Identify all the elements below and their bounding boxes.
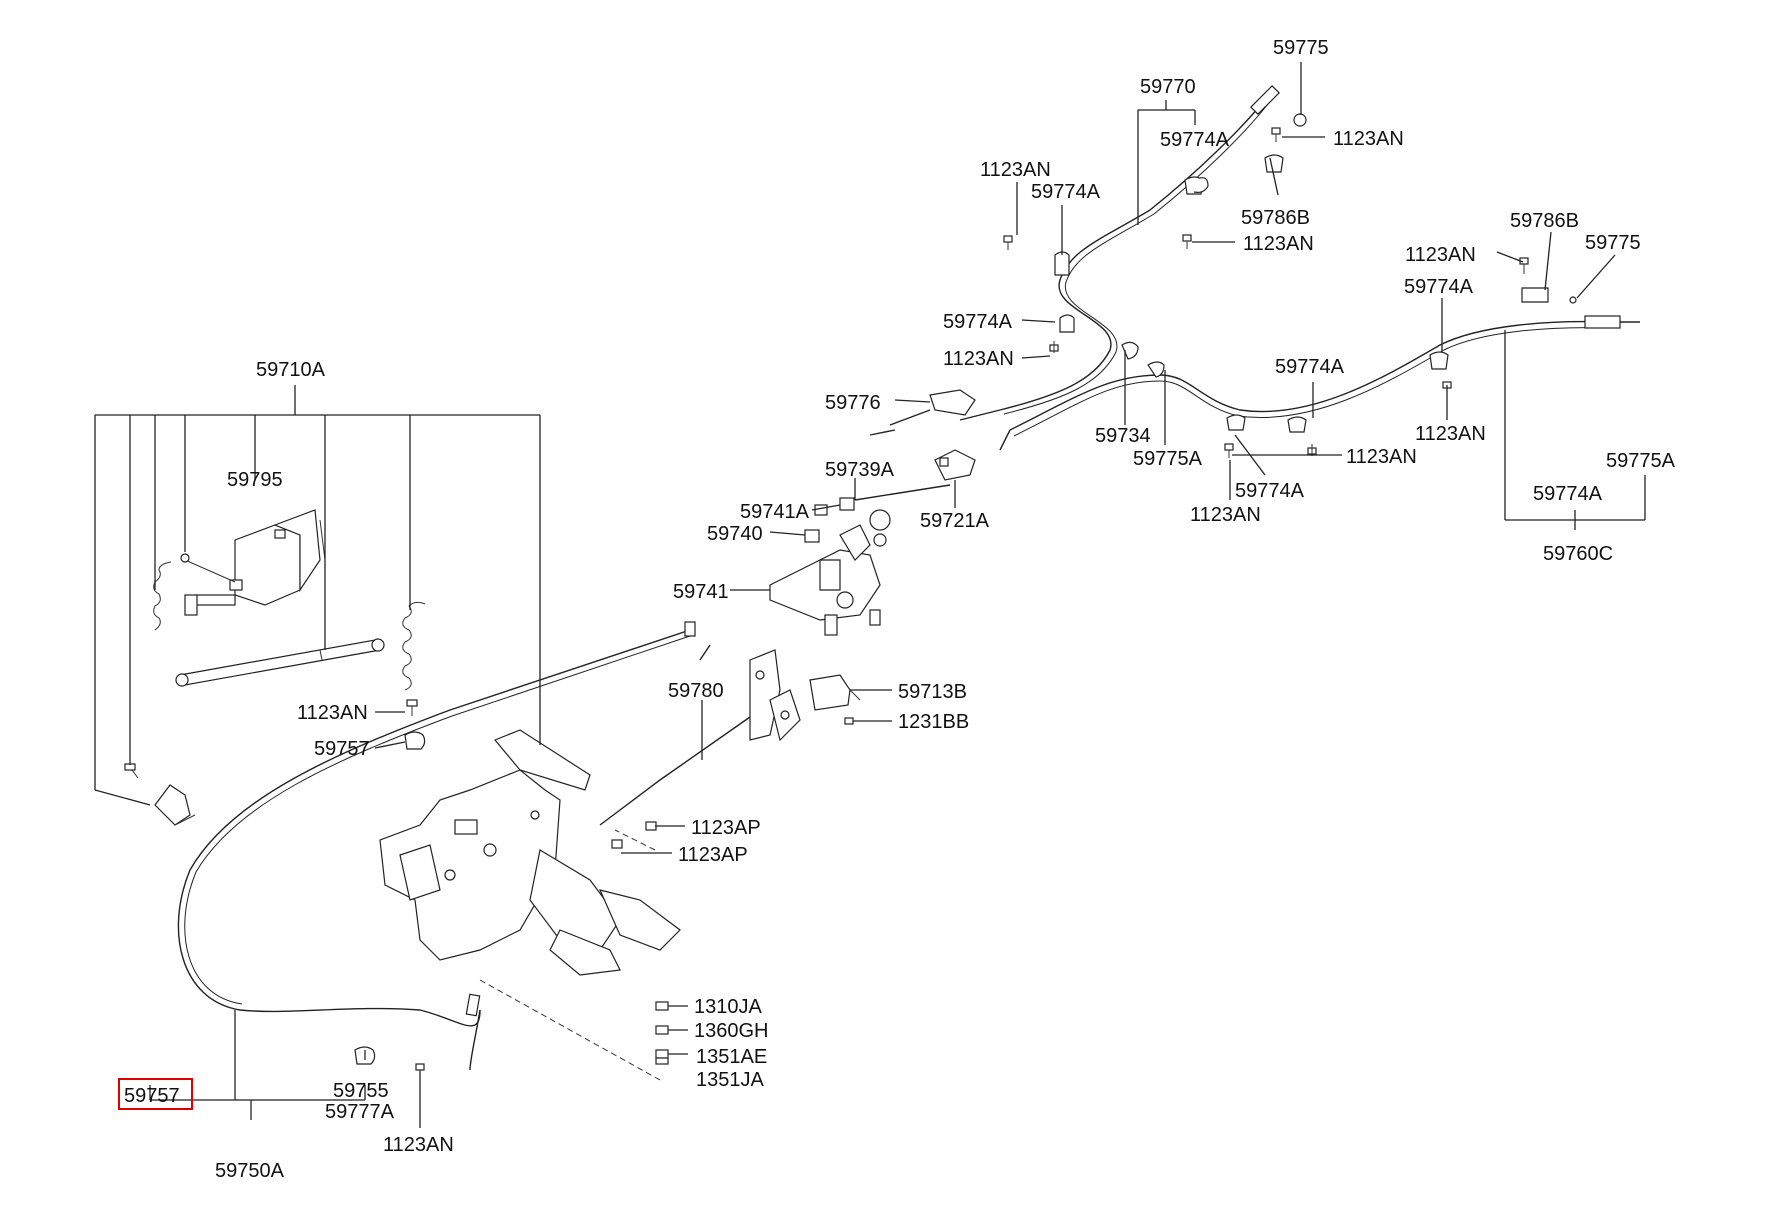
label-1123AN-e: 1123AN [943, 348, 1014, 370]
part-59721A [934, 449, 976, 481]
part-59713B [809, 674, 861, 711]
spring-left [153, 561, 172, 631]
bolts [124, 127, 1529, 1071]
label-59775-top: 59775 [1273, 37, 1329, 59]
highlight-box-59757[interactable] [118, 1078, 193, 1110]
label-59740: 59740 [707, 523, 763, 545]
equalizer-plate-59741 [769, 549, 881, 636]
label-1123AN-b: 1123AN [1333, 128, 1404, 150]
label-59786B-a: 59786B [1241, 207, 1310, 229]
label-59775A-a: 59775A [1133, 448, 1203, 470]
label-59774A-b: 59774A [1160, 129, 1230, 151]
label-59775-r: 59775 [1585, 232, 1641, 254]
pedal-bracket-assembly [379, 729, 681, 976]
label-1123AN-h: 1123AN [1346, 446, 1417, 468]
label-59774A-g: 59774A [1533, 483, 1603, 505]
spring-right [402, 601, 426, 691]
label-1351JA: 1351JA [696, 1069, 764, 1091]
label-1123AP-b: 1123AP [678, 844, 748, 866]
label-59786B-b: 59786B [1510, 210, 1579, 232]
label-1310JA: 1310JA [694, 996, 762, 1018]
leader-lines [94, 62, 1646, 1128]
label-59741: 59741 [673, 581, 729, 603]
label-59757-a: 59757 [314, 738, 370, 760]
part-labels: 59775 59770 1123AN 59774A 1123AN 59774A … [118, 37, 1676, 1182]
lever-59780 [599, 644, 801, 826]
label-1123AN-g: 1123AN [1190, 504, 1261, 526]
label-59721A: 59721A [920, 510, 990, 532]
clip-59757 [404, 731, 426, 750]
label-1123AN-f: 1123AN [1415, 423, 1486, 445]
label-59774A-c: 59774A [1404, 276, 1474, 298]
label-59757-b: 59757 [124, 1085, 180, 1107]
label-1123AN-i: 1123AN [297, 702, 368, 724]
label-59780: 59780 [668, 680, 724, 702]
label-59774A-d: 59774A [1275, 356, 1345, 378]
label-1123AP-a: 1123AP [691, 817, 761, 839]
part-59776 [869, 389, 976, 436]
label-1351AE: 1351AE [696, 1046, 767, 1068]
actuator-59795 [180, 509, 326, 616]
cables [177, 99, 1613, 1071]
label-59760C: 59760C [1543, 543, 1613, 565]
bracket-lower-left [154, 784, 196, 826]
label-1123AN-j: 1123AN [383, 1134, 454, 1156]
label-59774A-a: 59774A [1031, 181, 1101, 203]
label-59750A: 59750A [215, 1160, 285, 1182]
label-59774A-e: 59774A [943, 311, 1013, 333]
label-59713B: 59713B [898, 681, 967, 703]
label-59777A: 59777A [325, 1101, 395, 1123]
label-59710A: 59710A [256, 359, 326, 381]
cable-clips [354, 113, 1549, 1065]
label-59775A-b: 59775A [1606, 450, 1676, 472]
label-1123AN-c: 1123AN [1243, 233, 1314, 255]
label-1123AN-a: 1123AN [980, 159, 1051, 181]
label-59770: 59770 [1140, 76, 1196, 98]
adjuster-59739A [804, 484, 951, 561]
label-59795: 59795 [227, 469, 283, 491]
label-59776: 59776 [825, 392, 881, 414]
label-1123AN-d: 1123AN [1405, 244, 1476, 266]
label-59734: 59734 [1095, 425, 1151, 447]
label-59755: 59755 [333, 1080, 389, 1102]
label-1231BB: 1231BB [898, 711, 969, 733]
label-59741A: 59741A [740, 501, 810, 523]
label-1360GH: 1360GH [694, 1020, 769, 1042]
label-59739A: 59739A [825, 459, 895, 481]
label-59774A-f: 59774A [1235, 480, 1305, 502]
parts [124, 85, 1640, 1071]
cable-ends [465, 85, 1640, 1017]
hardware-stack [655, 1001, 669, 1065]
gas-strut [175, 638, 385, 687]
